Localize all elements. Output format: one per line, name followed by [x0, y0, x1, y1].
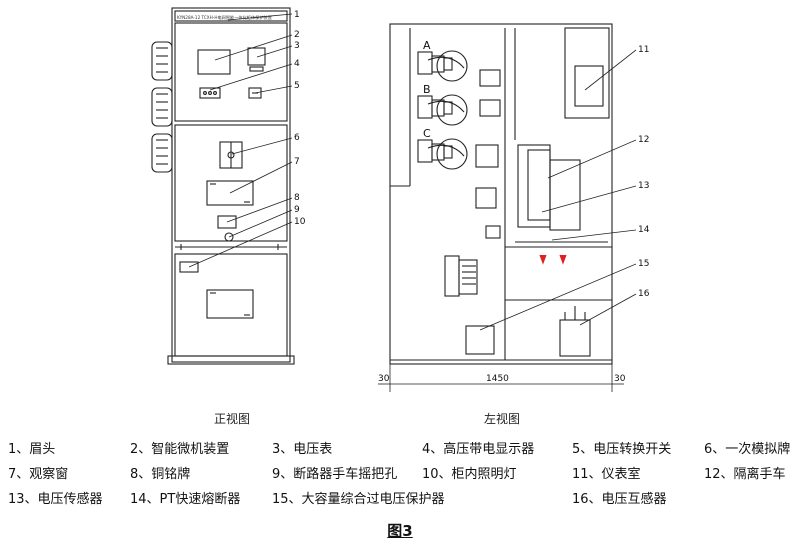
microcomputer-device — [197, 49, 231, 75]
front-view: KYN28A-12 TCXH-H电网智能一体化柜体保护装置 — [151, 7, 295, 365]
callout-3: 3 — [294, 41, 300, 51]
phase-contacts — [417, 50, 501, 209]
front-leaders — [188, 13, 293, 268]
live-display — [199, 87, 221, 99]
callout-4: 4 — [294, 59, 300, 69]
front-header-band — [174, 10, 288, 22]
legend-item: 10、柜内照明灯 — [422, 467, 517, 482]
cabinet-light — [179, 261, 199, 273]
callout-5: 5 — [294, 81, 300, 91]
dim-right: 30 — [614, 374, 626, 384]
voltage-switch — [248, 87, 262, 99]
legend-item: 14、PT快速熔断器 — [130, 492, 241, 507]
front-callouts: 1 2 3 4 5 6 7 8 9 10 — [294, 10, 306, 227]
phase-labels: A B C — [423, 39, 431, 140]
side-callouts: 11 12 13 14 15 16 — [638, 45, 650, 299]
callout-1: 1 — [294, 10, 300, 20]
front-view-caption: 正视图 — [213, 412, 250, 426]
legend-item: 6、一次模拟牌 — [704, 442, 791, 457]
voltage-transformer — [559, 319, 591, 357]
observation-window — [206, 180, 254, 206]
instrument-compartment — [564, 27, 610, 119]
legend-item: 4、高压带电显示器 — [422, 442, 535, 457]
side-view — [378, 23, 637, 392]
callout-13: 13 — [638, 181, 649, 191]
dimension-lines — [378, 364, 624, 392]
legend-item: 11、仪表室 — [572, 467, 641, 482]
callout-14: 14 — [638, 225, 650, 235]
legend-item: 7、观察窗 — [8, 467, 69, 482]
crank-hole — [224, 232, 234, 242]
side-cabinet-outline — [389, 23, 613, 365]
callout-10: 10 — [294, 217, 306, 227]
nameplate-text: KYN28A-12 TCXH-H电网智能一体化柜体保护装置 — [177, 14, 272, 21]
callout-16: 16 — [638, 289, 650, 299]
copper-nameplate — [217, 215, 237, 229]
legend-item: 1、眉头 — [8, 442, 56, 457]
legend: 1、眉头 2、智能微机装置 3、电压表 4、高压带电显示器 5、电压转换开关 6… — [8, 438, 798, 507]
callout-11: 11 — [638, 45, 649, 55]
callout-2: 2 — [294, 30, 300, 40]
legend-item: 15、大容量综合过电压保护器 — [272, 492, 445, 507]
legend-item: 5、电压转换开关 — [572, 442, 672, 457]
callout-12: 12 — [638, 135, 649, 145]
legend-item: 3、电压表 — [272, 442, 333, 457]
lower-window — [206, 289, 254, 319]
callout-8: 8 — [294, 193, 300, 203]
legend-item: 13、电压传感器 — [8, 492, 103, 507]
phase-label-b: B — [423, 83, 431, 96]
technical-drawing: KYN28A-12 TCXH-H电网智能一体化柜体保护装置 — [151, 7, 650, 392]
callout-7: 7 — [294, 157, 300, 167]
instrument-door — [174, 22, 288, 122]
legend-item: 2、智能微机装置 — [130, 442, 230, 457]
front-cabinet-outline — [171, 7, 291, 363]
legend-item: 16、电压互感器 — [572, 492, 667, 507]
legend-item: 12、隔离手车 — [704, 467, 786, 482]
dimension-labels: 30 1450 30 — [378, 374, 626, 384]
side-bushings — [151, 41, 173, 173]
isolation-handcart — [517, 144, 551, 228]
cable-door — [174, 253, 288, 357]
callout-6: 6 — [294, 133, 300, 143]
phase-label-c: C — [423, 127, 431, 140]
legend-item: 8、铜铭牌 — [130, 467, 191, 482]
figure-title: 图3 — [387, 522, 413, 540]
side-view-caption: 左视图 — [483, 412, 520, 426]
voltage-sensor — [485, 225, 501, 239]
overvoltage-protector — [465, 325, 495, 355]
dim-left: 30 — [378, 374, 390, 384]
phase-label-a: A — [423, 39, 431, 52]
callout-15: 15 — [638, 259, 649, 269]
voltmeter — [247, 47, 266, 66]
legend-item: 9、断路器手车摇把孔 — [272, 467, 398, 482]
callout-9: 9 — [294, 205, 300, 215]
dim-width: 1450 — [486, 374, 509, 384]
side-leaders — [479, 49, 637, 331]
